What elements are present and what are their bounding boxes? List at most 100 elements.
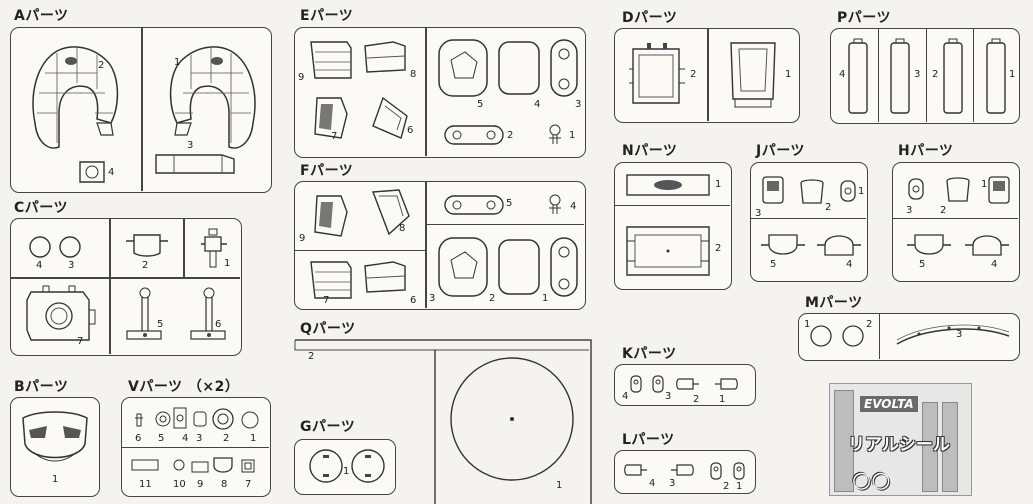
num-h5: 5 <box>919 259 926 270</box>
part-a4-socket <box>77 159 107 185</box>
num-l4: 4 <box>649 478 656 489</box>
group-j-frame: 3 2 1 5 4 <box>750 162 868 282</box>
part-c1-connector <box>199 227 229 269</box>
group-e-frame: 9 8 7 6 5 4 3 2 1 <box>294 27 586 158</box>
num-l3: 3 <box>669 478 676 489</box>
f-v-divider <box>425 182 427 308</box>
group-d-frame: 2 1 <box>614 28 800 123</box>
group-h-title: Hパーツ <box>898 143 954 159</box>
group-a-frame: 2 1 4 3 <box>10 27 272 193</box>
num-v1: 1 <box>250 433 257 444</box>
num-h2: 2 <box>940 205 947 216</box>
part-k3 <box>651 374 665 394</box>
n-divider <box>615 205 730 207</box>
part-v10 <box>172 456 186 474</box>
part-j1 <box>839 179 857 203</box>
num-f2: 2 <box>489 293 496 304</box>
group-m-frame: 1 2 3 <box>798 313 1020 361</box>
part-q1-turntable <box>449 356 575 482</box>
v-divider <box>122 447 269 449</box>
part-v3 <box>192 410 208 428</box>
sticker-strip-2 <box>922 402 938 492</box>
group-p-frame: 4 3 2 1 <box>830 28 1020 124</box>
group-c-frame: 4 3 2 1 7 5 6 <box>10 218 242 356</box>
num-f7: 7 <box>323 295 330 306</box>
num-h4: 4 <box>991 259 998 270</box>
part-v6 <box>133 412 145 428</box>
part-e7 <box>311 94 353 142</box>
part-l4 <box>624 463 649 477</box>
num-e8: 8 <box>410 69 417 80</box>
num-j2: 2 <box>825 202 832 213</box>
group-g-title: Gパーツ <box>300 419 356 435</box>
e-divider <box>425 28 427 156</box>
group-g-frame: 1 <box>294 439 396 495</box>
group-f-title: Fパーツ <box>300 163 354 179</box>
part-c2-cap <box>124 231 170 259</box>
part-e8 <box>363 40 407 76</box>
group-b-frame: 1 <box>10 397 100 497</box>
p-divider-2 <box>926 29 928 122</box>
part-j4 <box>815 231 863 259</box>
part-e5 <box>437 38 489 98</box>
part-d1-frame <box>725 39 781 111</box>
num-v9: 9 <box>197 479 204 490</box>
a-divider <box>141 28 143 191</box>
h-divider <box>893 218 1018 220</box>
group-k-frame: 4 3 2 1 <box>614 364 756 406</box>
part-p3-battery <box>889 37 911 115</box>
real-sticker-sheet: EVOLTA リアルシール ○○ <box>829 383 972 496</box>
j-divider <box>751 218 866 220</box>
part-p4-battery <box>847 37 869 115</box>
m-divider <box>879 314 881 359</box>
group-j-title: Jパーツ <box>756 143 805 159</box>
f-h-divider-left <box>295 250 425 252</box>
num-n1: 1 <box>715 179 722 190</box>
group-v-frame: 6 5 4 3 2 1 11 10 9 8 7 <box>121 397 271 497</box>
num-f1: 1 <box>542 293 549 304</box>
num-v8: 8 <box>221 479 228 490</box>
num-p2: 2 <box>932 69 939 80</box>
num-p1: 1 <box>1009 69 1016 80</box>
part-c7-housing <box>23 284 97 348</box>
num-v2: 2 <box>223 433 230 444</box>
part-l3 <box>669 463 694 477</box>
c-v-divider-1 <box>109 219 111 354</box>
part-f6 <box>363 260 407 296</box>
part-c6-rod <box>187 287 229 347</box>
part-n1-plate <box>625 173 711 197</box>
num-f5: 5 <box>506 198 513 209</box>
group-c-title: Cパーツ <box>14 200 68 216</box>
num-p4: 4 <box>839 69 846 80</box>
num-e2: 2 <box>507 130 514 141</box>
part-v5 <box>152 408 174 430</box>
part-e9 <box>307 38 355 82</box>
c-h-divider <box>11 277 240 279</box>
part-m2-disc <box>841 324 865 348</box>
num-c5: 5 <box>157 319 164 330</box>
d-divider <box>707 29 709 121</box>
part-f5 <box>443 194 505 216</box>
sticker-rings: ○○ <box>852 468 891 493</box>
part-j3 <box>761 175 785 205</box>
num-h3: 3 <box>906 205 913 216</box>
num-g1: 1 <box>343 466 350 477</box>
num-f6: 6 <box>410 295 417 306</box>
f-h-divider-right <box>425 224 584 226</box>
num-b1: 1 <box>52 474 59 485</box>
num-v3: 3 <box>196 433 203 444</box>
num-m1: 1 <box>804 319 811 330</box>
num-j3: 3 <box>755 208 762 219</box>
part-p2-battery <box>942 37 964 115</box>
num-c6: 6 <box>215 319 222 330</box>
num-a1: 1 <box>174 57 181 68</box>
part-l1 <box>732 461 746 481</box>
part-n2-base <box>625 221 711 281</box>
part-g1-right <box>350 447 386 485</box>
part-f9 <box>311 192 353 240</box>
num-v6: 6 <box>135 433 142 444</box>
num-j5: 5 <box>770 259 777 270</box>
sticker-brand: EVOLTA <box>860 396 918 412</box>
num-e4: 4 <box>534 99 541 110</box>
group-l-title: Lパーツ <box>622 432 675 448</box>
